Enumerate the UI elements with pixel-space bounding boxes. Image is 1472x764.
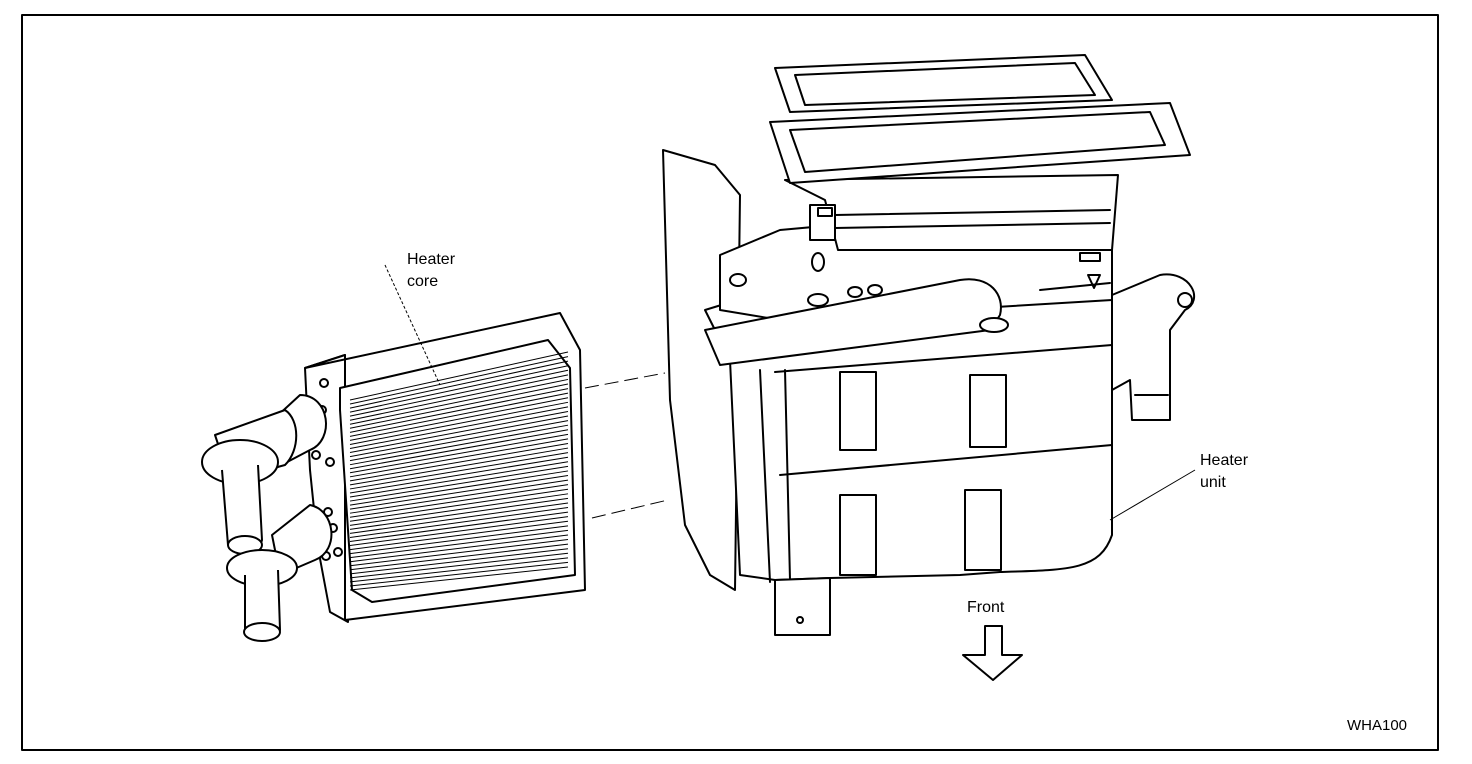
heater-core-fin [349, 369, 569, 417]
heater-core-fin [349, 465, 569, 502]
heater-core-fin [349, 420, 569, 462]
heater-core-fin [349, 525, 569, 555]
heater-core-fin [349, 557, 569, 583]
upper-pipe [201, 394, 327, 555]
heater-core-fin [349, 539, 569, 567]
alignment-line-upper [584, 372, 666, 389]
heater-core-fin [349, 438, 569, 478]
heater-core-fin [349, 442, 569, 482]
heater-core-fin [349, 507, 569, 538]
heater-core-fin [349, 429, 569, 470]
heater-core-leader-line [384, 264, 441, 386]
front-arrow-icon [962, 625, 1023, 681]
heater-core-label: Heater core [407, 249, 455, 293]
heater-core-fin [349, 461, 569, 498]
heater-unit-drawing [662, 54, 1196, 636]
heater-core-fin [349, 475, 569, 510]
heater-core-fin [349, 401, 569, 445]
heater-core-fin [349, 374, 569, 421]
heater-core-fin [349, 397, 569, 441]
heater-core-fin [349, 470, 569, 506]
heater-core-label-line2: core [407, 273, 439, 290]
heater-core-fin [349, 388, 569, 433]
heater-core-fin [349, 452, 569, 490]
heater-unit-leader-line [1109, 469, 1196, 521]
figure-frame [21, 14, 1439, 751]
heater-core-fin [349, 392, 569, 437]
heater-core-fin [349, 502, 569, 534]
lower-pipe [226, 504, 333, 642]
figure-code: WHA100 [1347, 717, 1408, 734]
front-label: Front [967, 599, 1005, 616]
heater-core-fin [349, 552, 569, 579]
heater-unit-label-line2: unit [1200, 474, 1226, 491]
heater-core-fin [349, 543, 569, 571]
heater-core-fin [349, 516, 569, 547]
heater-core-fin [349, 488, 569, 522]
heater-core-fin [349, 365, 569, 413]
heater-core-fin [349, 520, 569, 551]
heater-core-fin [349, 497, 569, 530]
heater-core-fin [349, 433, 569, 474]
heater-core-fin [349, 484, 569, 518]
heater-core-label-line1: Heater [407, 251, 456, 268]
heater-core-fin [349, 351, 569, 401]
heater-unit-label-line1: Heater [1200, 452, 1249, 469]
heater-core-fin [349, 415, 569, 458]
heater-core-fin [349, 561, 569, 587]
heater-core-fin [349, 360, 569, 409]
heater-core-fin [349, 566, 569, 591]
heater-core-fin [349, 511, 569, 542]
heater-core-fin [349, 424, 569, 466]
heater-core-fin [349, 456, 569, 494]
heater-core-drawing [201, 312, 586, 642]
heater-core-fin [349, 447, 569, 486]
heater-core-fin [349, 378, 569, 425]
heater-core-fin [349, 493, 569, 526]
heater-core-fin [349, 406, 569, 450]
heater-core-fin [349, 548, 569, 575]
heater-unit-label: Heater unit [1200, 450, 1248, 494]
alignment-line-lower [591, 499, 669, 519]
heater-core-fin [349, 479, 569, 514]
heater-core-fin [349, 356, 569, 405]
heater-core-fin [349, 534, 569, 563]
heater-core-fin [349, 529, 569, 559]
heater-core-fin [349, 383, 569, 429]
heater-core-fin [349, 410, 569, 454]
